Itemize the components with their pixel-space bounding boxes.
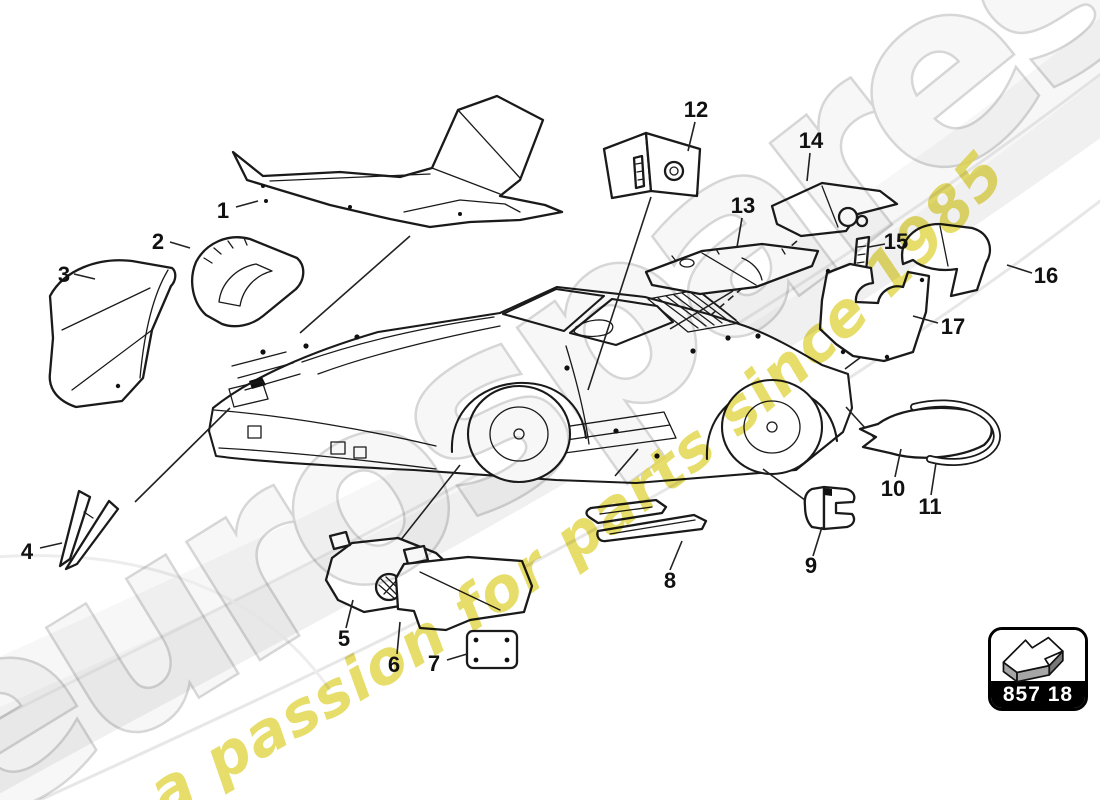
part-4-drawing [58, 489, 120, 571]
leader-line-part-8 [669, 540, 683, 571]
leader-line-part-14 [806, 152, 811, 182]
part-drawings [48, 94, 1002, 670]
leader-lines [39, 121, 1033, 661]
leader-line-part-5 [345, 599, 354, 629]
part-group-badge: 857 18 [988, 627, 1088, 711]
part-12-drawing [602, 131, 702, 200]
part-1-drawing [231, 94, 564, 229]
part-2-drawing [191, 236, 305, 328]
leader-line-part-15 [868, 243, 886, 248]
leader-line-part-11 [930, 462, 937, 496]
leader-line-part-4 [39, 542, 63, 549]
part-13-drawing [644, 242, 820, 296]
leader-line-part-2 [169, 241, 191, 249]
part-9-drawing [803, 485, 856, 531]
leader-line-part-3 [73, 273, 96, 280]
part-7-drawing [465, 629, 519, 670]
part-16-drawing [900, 222, 991, 298]
part-14-drawing [770, 181, 899, 238]
part-10-drawing [858, 406, 993, 459]
leader-line-part-10 [894, 448, 902, 478]
part-3-drawing [48, 259, 177, 409]
leader-line-part-6 [396, 621, 401, 655]
leader-line-part-9 [812, 526, 823, 557]
car-illustration [207, 285, 854, 485]
leader-line-part-13 [736, 217, 743, 248]
part-group-code: 857 18 [991, 681, 1085, 708]
part-17-drawing [818, 262, 931, 363]
part-6-drawing [394, 555, 534, 632]
leader-line-part-1 [235, 200, 259, 208]
insulation-panel-3d-arrow-icon [991, 630, 1085, 683]
leader-line-part-17 [912, 315, 939, 324]
leader-line-part-12 [687, 121, 696, 152]
part-8-drawing [585, 498, 708, 543]
leader-line-part-16 [1006, 264, 1033, 274]
part-11-drawing [910, 399, 1002, 466]
leader-line-part-7 [446, 653, 468, 661]
